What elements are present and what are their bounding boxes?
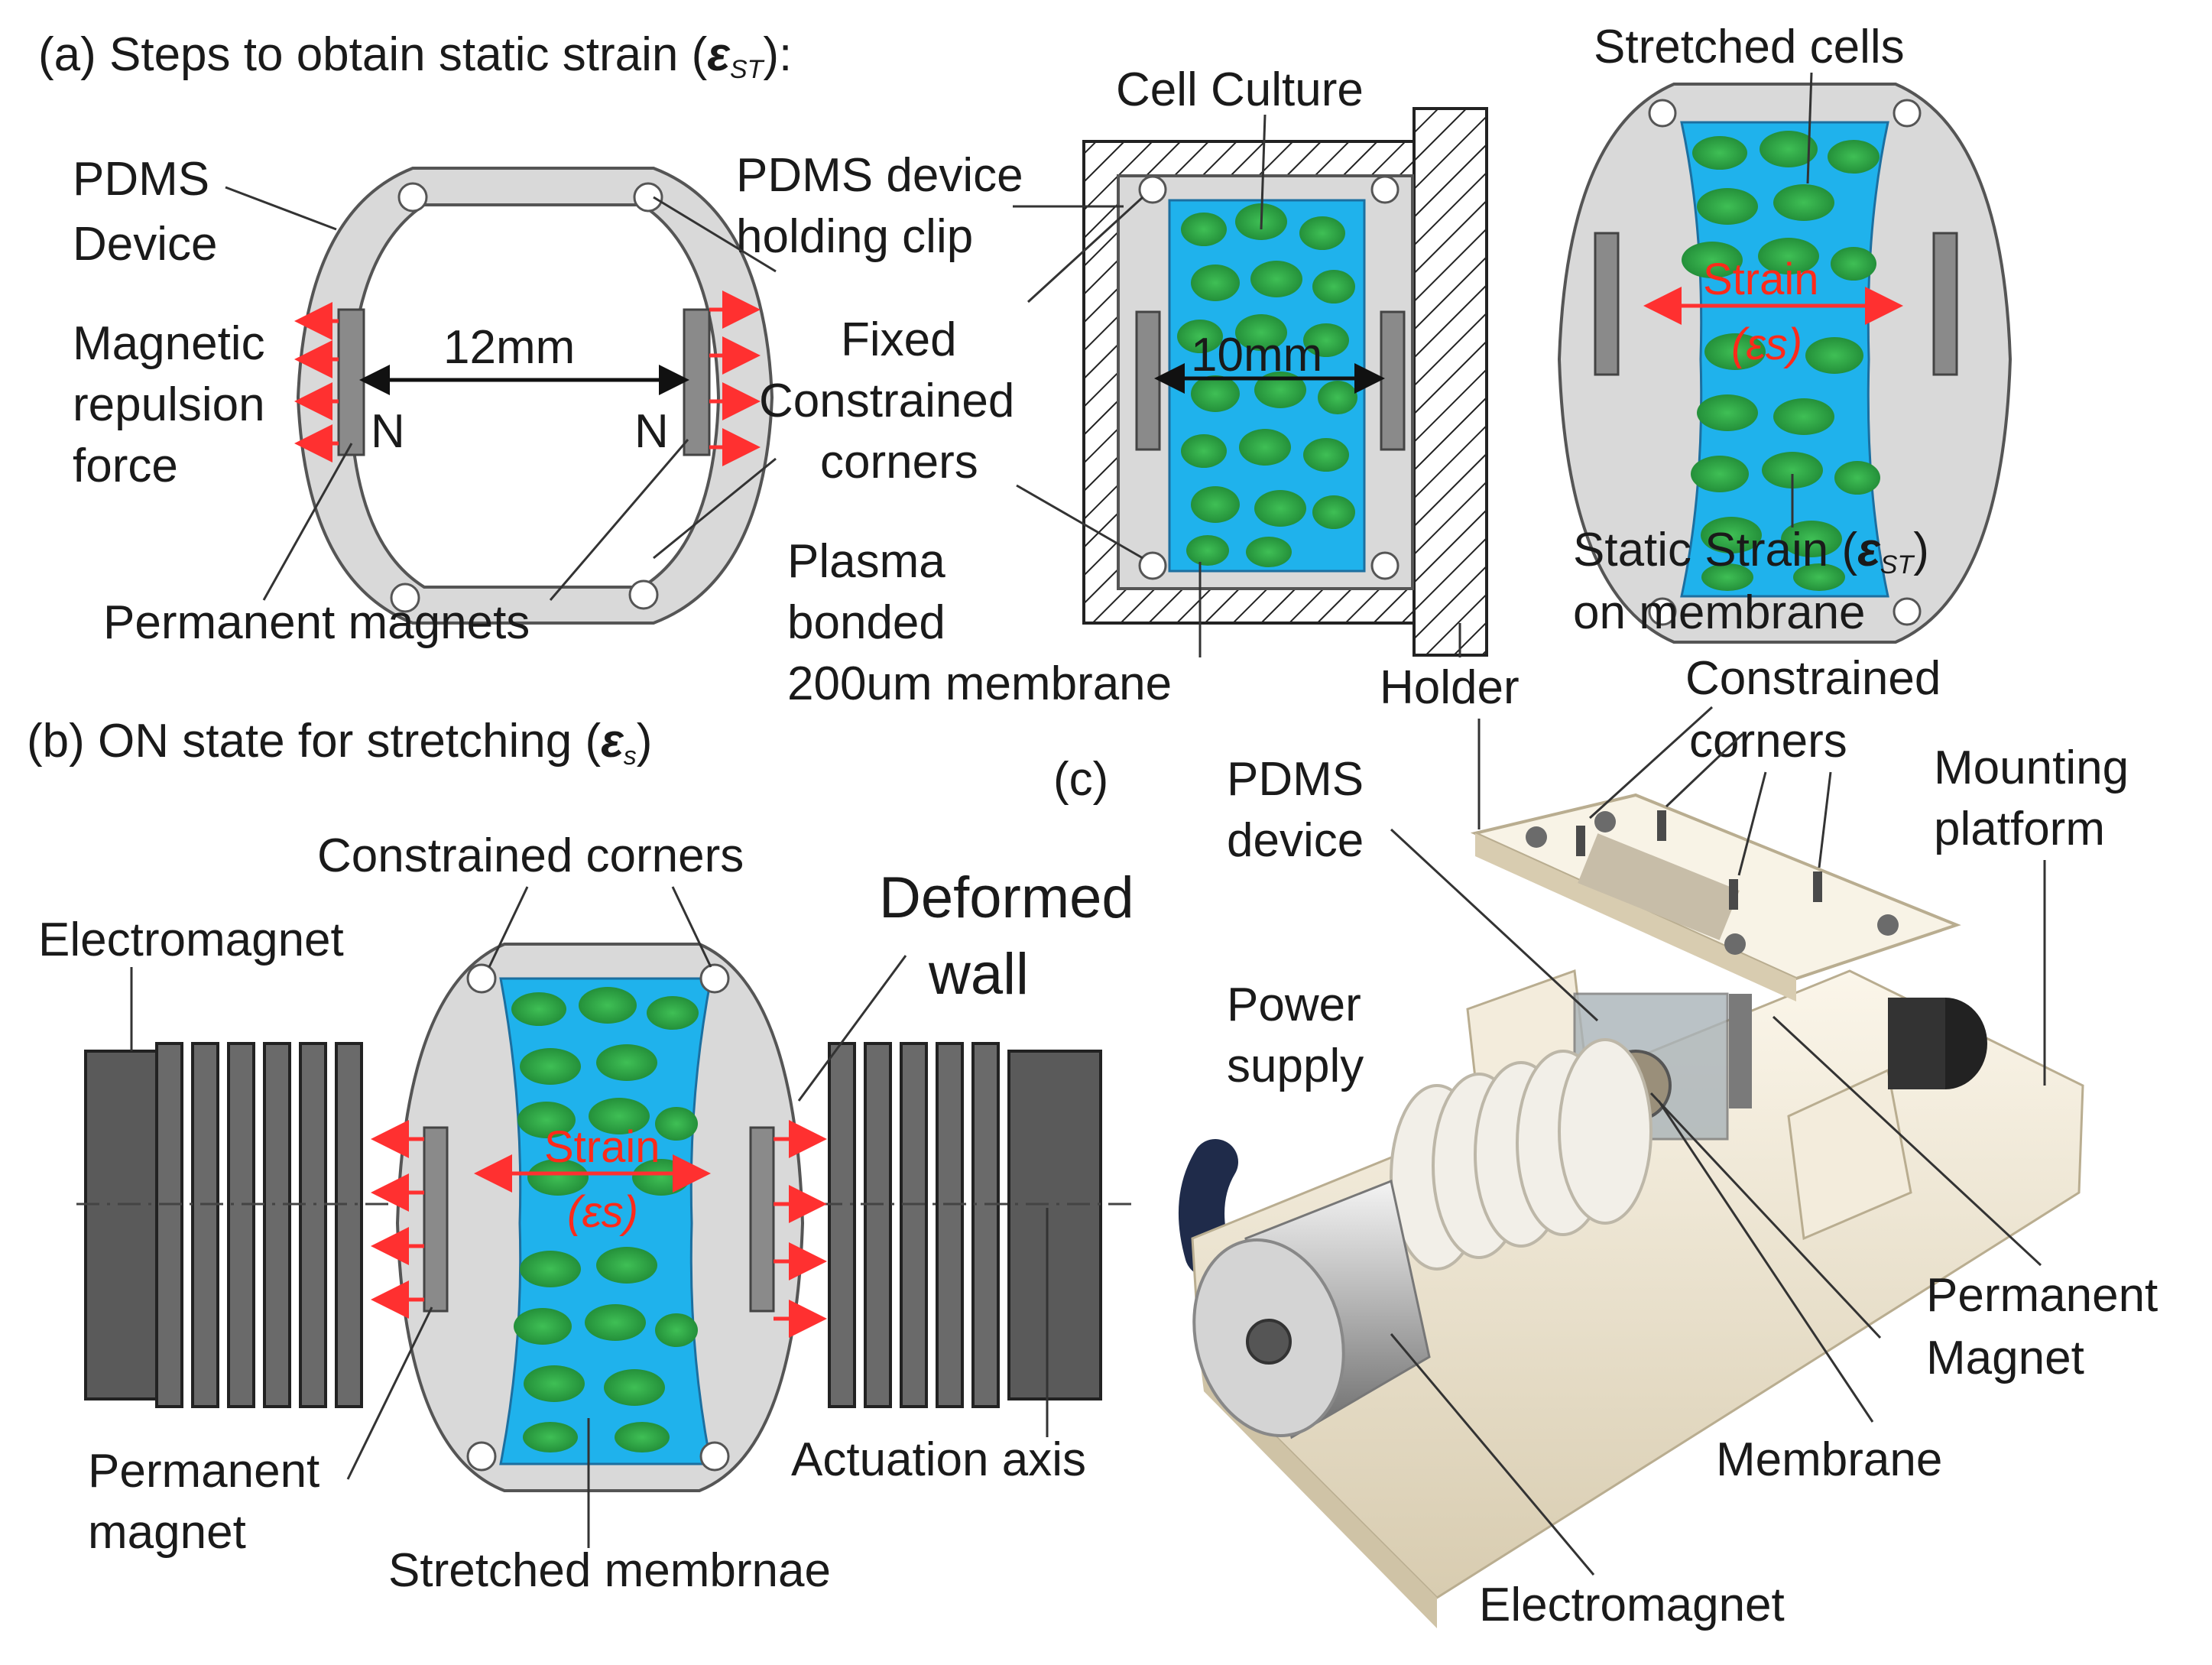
panel-b: (b) ON state for stretching (εs) bbox=[27, 715, 1139, 1597]
label-stretched-cells: Stretched cells bbox=[1594, 21, 1905, 73]
label-on-membrane: on membrane bbox=[1573, 586, 1866, 639]
label-plasma: Plasma bbox=[787, 535, 945, 588]
label-power: Power bbox=[1227, 979, 1361, 1031]
electromagnet-right bbox=[828, 1042, 1102, 1408]
label-deformed: Deformed bbox=[879, 865, 1134, 930]
label-bonded: bonded bbox=[787, 596, 945, 649]
label-corners: corners bbox=[820, 436, 978, 488]
pole-left: N bbox=[371, 405, 405, 458]
electromagnet-left bbox=[84, 1042, 363, 1408]
label-magnet-b: magnet bbox=[88, 1506, 246, 1559]
label-magnetic: Magnetic bbox=[73, 317, 265, 370]
label-repulsion: repulsion bbox=[73, 378, 265, 431]
panel-a-title: (a) Steps to obtain static strain (εST): bbox=[38, 28, 792, 84]
strain-symbol-a: (εs) bbox=[1731, 320, 1802, 369]
label-holder: Holder bbox=[1380, 661, 1520, 714]
magnetic-force-arrows bbox=[294, 290, 761, 466]
label-fixed: Fixed bbox=[841, 313, 957, 366]
label-electromagnet-b: Electromagnet bbox=[38, 914, 344, 966]
dimension-12mm: 12mm bbox=[443, 321, 575, 374]
label-wall: wall bbox=[928, 942, 1029, 1007]
label-mounting: Mounting bbox=[1934, 742, 2129, 794]
coil-photo bbox=[1390, 1038, 1653, 1271]
holder bbox=[1413, 107, 1488, 657]
label-device: Device bbox=[73, 218, 218, 271]
panel-a: (a) Steps to obtain static strain (εST):… bbox=[38, 21, 2013, 714]
cell-culture-a3 bbox=[1682, 131, 1880, 591]
label-constrained-c: Constrained bbox=[1685, 652, 1941, 705]
label-device-c: device bbox=[1227, 814, 1364, 867]
label-clip-2: holding clip bbox=[736, 210, 973, 263]
permanent-magnet-left-a bbox=[337, 308, 365, 456]
label-pdms-c: PDMS bbox=[1227, 753, 1364, 806]
label-static-strain: Static Strain (εST) bbox=[1573, 524, 1929, 579]
panel-c: (c) bbox=[1053, 652, 2158, 1631]
label-electromagnet-c: Electromagnet bbox=[1479, 1579, 1785, 1631]
label-cell-culture: Cell Culture bbox=[1116, 63, 1364, 116]
label-membrane-c: Membrane bbox=[1716, 1433, 1942, 1486]
pdms-device-stretched-a3 bbox=[1557, 83, 2013, 644]
label-permanent-c: Permanent bbox=[1926, 1269, 2158, 1322]
strain-word-b: Strain bbox=[544, 1122, 660, 1172]
pdms-device-b bbox=[395, 943, 805, 1492]
strain-word-a: Strain bbox=[1703, 255, 1819, 304]
label-permanent-b: Permanent bbox=[88, 1445, 319, 1498]
panel-c-title: (c) bbox=[1053, 753, 1108, 806]
label-clip-1: PDMS device bbox=[736, 149, 1023, 202]
pdms-device-with-clip bbox=[1082, 107, 1488, 657]
device-photo bbox=[1179, 793, 2084, 1628]
label-permanent-magnets: Permanent magnets bbox=[103, 596, 530, 649]
label-platform: platform bbox=[1934, 803, 2105, 855]
label-stretched-membrane: Stretched membrnae bbox=[388, 1544, 831, 1597]
pdms-device-a1 bbox=[296, 167, 774, 625]
label-force: force bbox=[73, 440, 178, 492]
permanent-magnet-left-b bbox=[423, 1126, 449, 1313]
cell-culture-b bbox=[511, 987, 699, 1452]
dimension-10mm: 10mm bbox=[1191, 329, 1322, 381]
label-200um-membrane: 200um membrane bbox=[787, 657, 1172, 710]
label-supply: supply bbox=[1227, 1040, 1364, 1092]
label-corners-c: corners bbox=[1689, 715, 1847, 768]
permanent-magnet-right-b bbox=[749, 1126, 775, 1313]
label-actuation-axis: Actuation axis bbox=[791, 1433, 1086, 1486]
label-constrained-corners-b: Constrained corners bbox=[317, 829, 744, 882]
label-constrained: Constrained bbox=[759, 375, 1014, 427]
force-arrows-b bbox=[371, 1120, 827, 1338]
pole-right: N bbox=[634, 405, 669, 458]
label-pdms: PDMS bbox=[73, 153, 209, 206]
strain-symbol-b: (εs) bbox=[567, 1187, 638, 1237]
panel-b-title: (b) ON state for stretching (εs) bbox=[27, 715, 652, 771]
permanent-magnet-right-a bbox=[683, 308, 711, 456]
label-magnet-c: Magnet bbox=[1926, 1332, 2084, 1384]
